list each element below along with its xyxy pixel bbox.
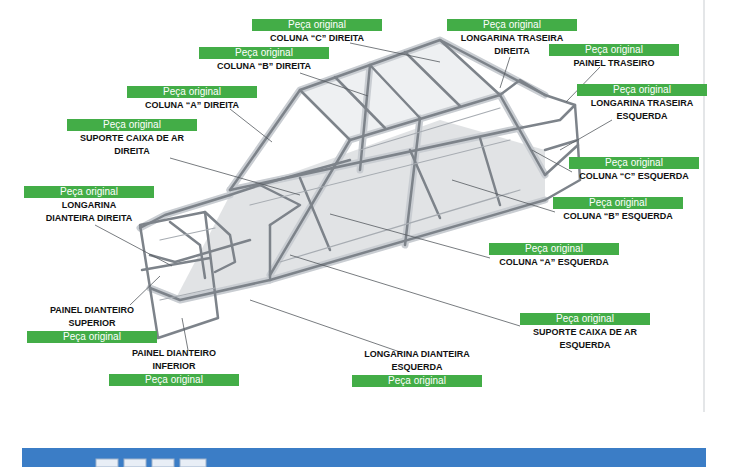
- callout-label: Peça originalCOLUNA “B” ESQUERDA: [553, 197, 683, 224]
- status-band: Peça original: [352, 375, 482, 387]
- status-band: Peça original: [67, 119, 197, 131]
- callout-label: LONGARINA DIANTEIRA ESQUERDAPeça origina…: [352, 347, 482, 387]
- callout-label: PAINEL DIANTEIRO SUPERIORPeça original: [27, 303, 157, 343]
- callout-label: Peça originalCOLUNA “A” ESQUERDA: [489, 243, 619, 270]
- part-name: COLUNA “C” ESQUERDA: [569, 170, 699, 183]
- callout-label: Peça originalPAINEL TRASEIRO: [549, 44, 679, 71]
- callout-label: Peça originalLONGARINA TRASEIRA ESQUERDA: [577, 84, 707, 124]
- part-name: SUPORTE CAIXA DE AR DIREITA: [70, 132, 194, 158]
- part-name: SUPORTE CAIXA DE AR ESQUERDA: [520, 326, 650, 352]
- part-name: LONGARINA TRASEIRA ESQUERDA: [577, 97, 707, 123]
- part-name: COLUNA “B” DIREITA: [199, 60, 329, 73]
- status-band: Peça original: [553, 197, 683, 209]
- callout-label: Peça originalLONGARINA DIANTEIRA DIREITA: [24, 186, 154, 226]
- callout-label: Peça originalCOLUNA “C” DIREITA: [252, 19, 382, 46]
- part-name: COLUNA “A” DIREITA: [127, 99, 257, 112]
- part-name: COLUNA “A” ESQUERDA: [489, 256, 619, 269]
- callout-label: Peça originalSUPORTE CAIXA DE AR ESQUERD…: [520, 313, 650, 353]
- status-band: Peça original: [199, 47, 329, 59]
- part-name: COLUNA “C” DIREITA: [252, 32, 382, 45]
- status-band: Peça original: [127, 86, 257, 98]
- part-name: LONGARINA DIANTEIRA ESQUERDA: [352, 348, 482, 374]
- part-name: PAINEL DIANTEIRO INFERIOR: [118, 347, 230, 373]
- status-band: Peça original: [27, 331, 157, 343]
- part-name: PAINEL DIANTEIRO SUPERIOR: [36, 304, 148, 330]
- status-band: Peça original: [549, 44, 679, 56]
- status-band: Peça original: [447, 19, 577, 31]
- status-band: Peça original: [252, 19, 382, 31]
- status-band: Peça original: [24, 186, 154, 198]
- part-name: LONGARINA DIANTEIRA DIREITA: [37, 199, 141, 225]
- callout-label: Peça originalSUPORTE CAIXA DE AR DIREITA: [67, 119, 197, 159]
- status-band: Peça original: [569, 157, 699, 169]
- status-band: Peça original: [577, 84, 707, 96]
- status-band: Peça original: [520, 313, 650, 325]
- callout-label: Peça originalCOLUNA “A” DIREITA: [127, 86, 257, 113]
- callout-label: Peça originalCOLUNA “B” DIREITA: [199, 47, 329, 74]
- status-band: Peça original: [489, 243, 619, 255]
- callout-label: Peça originalCOLUNA “C” ESQUERDA: [569, 157, 699, 184]
- callout-label: PAINEL DIANTEIRO INFERIORPeça original: [109, 346, 239, 386]
- status-band: Peça original: [109, 374, 239, 386]
- part-name: PAINEL TRASEIRO: [549, 57, 679, 70]
- part-name: COLUNA “B” ESQUERDA: [553, 210, 683, 223]
